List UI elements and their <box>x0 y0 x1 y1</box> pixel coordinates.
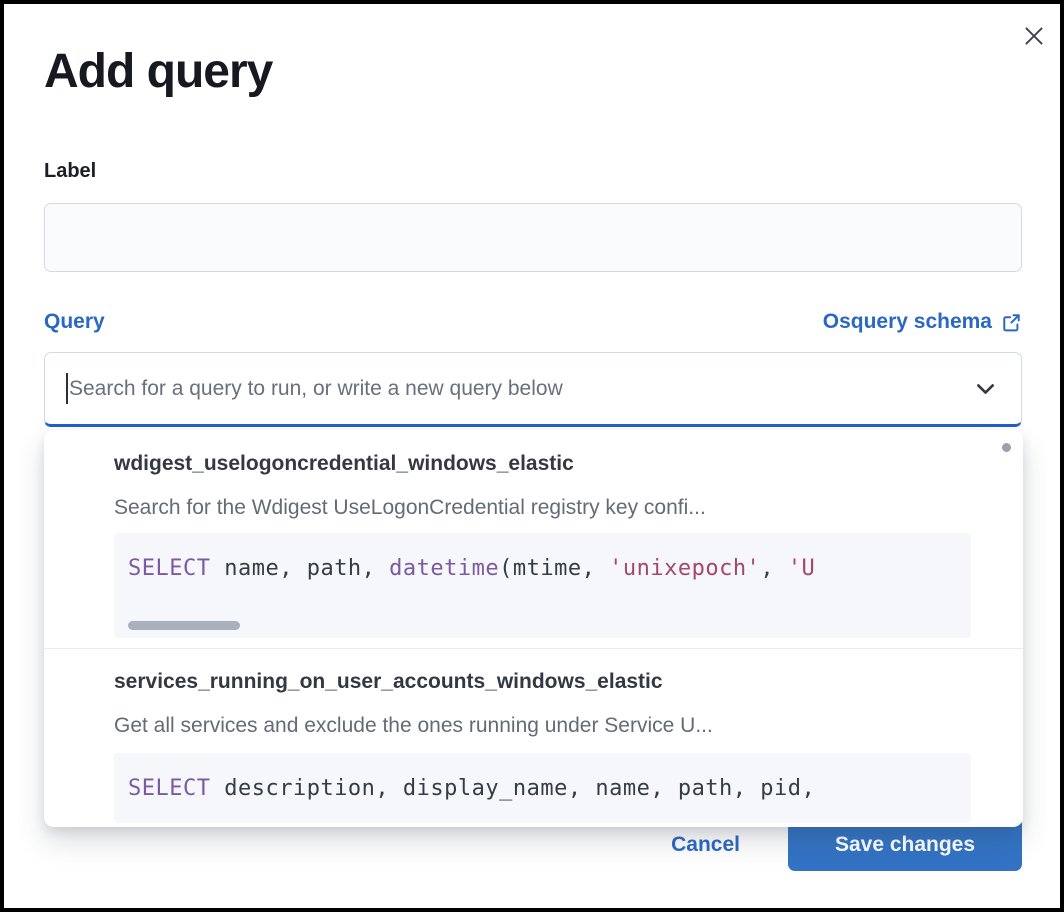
query-search-combobox[interactable]: Search for a query to run, or write a ne… <box>44 352 1022 427</box>
label-input[interactable] <box>44 203 1022 272</box>
label-field-label: Label <box>44 160 97 182</box>
text-cursor <box>66 373 68 404</box>
query-search-placeholder: Search for a query to run, or write a ne… <box>69 376 563 400</box>
query-option-title[interactable]: services_running_on_user_accounts_window… <box>114 670 663 693</box>
close-x-glyph <box>1025 27 1043 45</box>
cancel-button[interactable]: Cancel <box>671 819 740 871</box>
sql-preview: SELECT description, display_name, name, … <box>114 753 971 823</box>
sql-code-line: SELECT name, path, datetime(mtime, 'unix… <box>128 556 816 581</box>
external-link-icon <box>1003 313 1020 331</box>
option-divider <box>44 648 1023 649</box>
query-option-description: Get all services and exclude the ones ru… <box>114 714 713 737</box>
query-field-header: Query Osquery schema <box>44 310 1022 334</box>
add-query-modal: Add query Label Query Osquery schema Sea… <box>4 4 1060 908</box>
osquery-schema-link-label: Osquery schema <box>822 310 992 333</box>
query-field-label: Query <box>44 310 105 333</box>
close-icon[interactable] <box>1016 18 1052 54</box>
horizontal-scrollbar-thumb[interactable] <box>128 621 240 630</box>
vertical-scrollbar-thumb[interactable] <box>1002 443 1011 452</box>
sql-preview: SELECT name, path, datetime(mtime, 'unix… <box>114 533 971 638</box>
query-suggestions-dropdown: wdigest_uselogoncredential_windows_elast… <box>44 430 1023 827</box>
query-option-description: Search for the Wdigest UseLogonCredentia… <box>114 496 706 519</box>
query-option-title[interactable]: wdigest_uselogoncredential_windows_elast… <box>114 452 574 475</box>
osquery-schema-link[interactable]: Osquery schema <box>823 310 1022 334</box>
sql-code-line: SELECT description, display_name, name, … <box>128 776 816 801</box>
page-title: Add query <box>44 45 273 98</box>
chevron-down-icon[interactable] <box>974 377 997 400</box>
